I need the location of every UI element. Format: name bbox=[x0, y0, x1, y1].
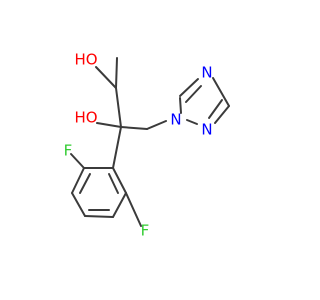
triazole-nitrogen-n1: N bbox=[170, 111, 181, 129]
triazole-nitrogen-n4: N bbox=[201, 64, 212, 82]
bond-ho-c1 bbox=[95, 66, 117, 89]
bond-ch2-n1 bbox=[146, 120, 167, 130]
bond-c1-c2 bbox=[115, 87, 122, 128]
bond-c2-f bbox=[70, 153, 85, 169]
bond-triazole-c3-n2-double bbox=[208, 99, 223, 119]
bond-c2-aryl bbox=[112, 126, 122, 169]
bond-benzene-double-1 bbox=[79, 173, 91, 194]
bond-benzene-c4-c5 bbox=[84, 215, 114, 218]
fluoro-label-upper: F bbox=[64, 142, 73, 160]
bond-ho-c2 bbox=[96, 122, 122, 128]
hydroxyl-label-top: HO bbox=[74, 51, 97, 69]
bond-triazole-c3-n2 bbox=[214, 105, 230, 124]
bond-triazole-n2-n1 bbox=[186, 119, 198, 125]
bond-c1-methyl bbox=[115, 57, 118, 89]
bond-c2-ch2 bbox=[120, 126, 148, 130]
bond-benzene-c2-c3 bbox=[71, 167, 85, 194]
molecule-structure: HO HO F F N N N bbox=[64, 51, 230, 240]
triazole-nitrogen-n2: N bbox=[201, 121, 212, 139]
bond-triazole-c5-n4-double bbox=[185, 85, 202, 103]
atom-label-layer: HO HO F F N N N bbox=[64, 51, 213, 240]
bond-benzene-c5-c6 bbox=[112, 192, 127, 218]
bond-triazole-n1-c5 bbox=[179, 97, 182, 114]
bond-benzene-double-3 bbox=[108, 173, 119, 194]
fluoro-label-lower: F bbox=[141, 222, 150, 240]
bond-benzene-c3-c4 bbox=[71, 192, 86, 217]
bond-benzene-c6-c1 bbox=[112, 167, 127, 194]
bond-c5-f bbox=[125, 192, 142, 227]
bond-triazole-n4-c3 bbox=[212, 77, 230, 107]
bond-layer bbox=[70, 57, 230, 227]
bond-triazole-c5-n4 bbox=[179, 78, 199, 97]
hydroxyl-label-middle: HO bbox=[74, 109, 97, 127]
